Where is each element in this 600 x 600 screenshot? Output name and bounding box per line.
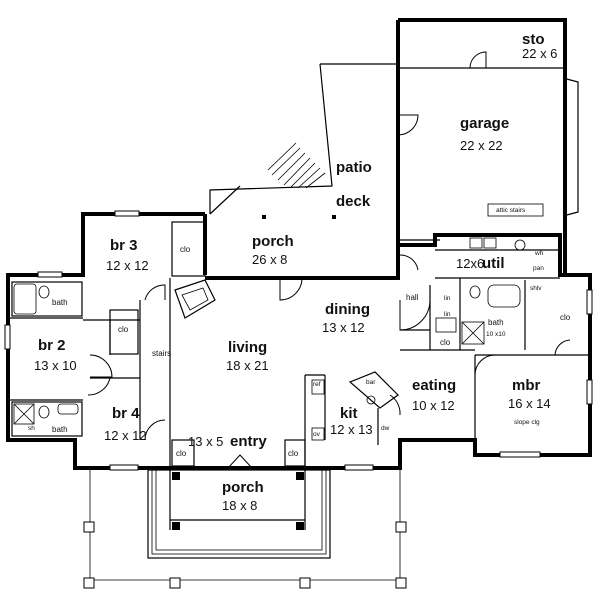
- deck-label: deck: [336, 193, 371, 210]
- doors: [87, 254, 571, 469]
- wh-label: wh: [534, 250, 544, 257]
- br3-label: br 3: [110, 237, 138, 254]
- kit-label: kit: [340, 405, 358, 422]
- hall-clo-label: clo: [440, 338, 451, 347]
- dw-label: dw: [381, 425, 390, 432]
- fixtures: [13, 237, 526, 441]
- living-dim: 18 x 21: [226, 358, 269, 373]
- rear-porch-label: porch: [252, 233, 294, 250]
- ov-label: ov: [313, 431, 321, 438]
- eating-label: eating: [412, 377, 456, 394]
- br3-clo-label: clo: [180, 245, 191, 254]
- dining-dim: 13 x 12: [322, 320, 365, 335]
- stairs-label: stairs: [152, 349, 171, 358]
- br4-label: br 4: [112, 405, 140, 422]
- bar-label: bar: [366, 379, 376, 386]
- dining-label: dining: [325, 301, 370, 318]
- rear-porch-dim: 26 x 8: [252, 252, 287, 267]
- garage-label: garage: [460, 115, 509, 132]
- bath-label-top: bath: [52, 298, 68, 307]
- front-porch-label: porch: [222, 479, 264, 496]
- pan-label: pan: [533, 265, 544, 272]
- sto-label: sto: [522, 31, 545, 48]
- entry-dim: 13 x 5: [188, 434, 223, 449]
- mbr-label: mbr: [512, 377, 541, 394]
- entry-clo-left: clo: [176, 449, 187, 458]
- mbr-note: slope clg: [514, 419, 540, 426]
- garage-dim: 22 x 22: [460, 138, 503, 153]
- br2-label: br 2: [38, 337, 66, 354]
- lin-label-2: lin: [444, 311, 451, 318]
- kit-dim: 12 x 13: [330, 422, 373, 437]
- mbr-dim: 16 x 14: [508, 396, 551, 411]
- shlv-label: shlv: [530, 285, 542, 292]
- hall-label: hall: [406, 293, 419, 302]
- house-walls: [6, 212, 592, 470]
- entry-label: entry: [230, 433, 267, 450]
- util-label: util: [482, 255, 505, 272]
- entry-clo-right: clo: [288, 449, 299, 458]
- util-dim: 12x6: [456, 256, 484, 271]
- patio-deck: [209, 63, 398, 219]
- bath-master-label: bath: [488, 318, 504, 327]
- shr-label: sh: [28, 425, 35, 432]
- front-porch-dim: 18 x 8: [222, 498, 257, 513]
- ref-label: ref: [313, 381, 321, 388]
- mbr-clo-label: clo: [560, 313, 571, 322]
- br3-dim: 12 x 12: [106, 258, 149, 273]
- attic-stairs-label: attic stairs: [496, 207, 526, 214]
- room-labels: sto 22 x 6 garage 22 x 22 attic stairs p…: [28, 31, 571, 513]
- br4-dim: 12 x 12: [104, 428, 147, 443]
- clo-label-br2: clo: [118, 325, 129, 334]
- eating-dim: 10 x 12: [412, 398, 455, 413]
- living-label: living: [228, 339, 267, 356]
- windows: [4, 210, 593, 471]
- patio-label: patio: [336, 159, 372, 176]
- br2-dim: 13 x 10: [34, 358, 77, 373]
- front-porch: [83, 469, 407, 589]
- sto-dim: 22 x 6: [522, 46, 557, 61]
- bath-master-dim: 10 x10: [486, 331, 506, 338]
- bath-label-bottom: bath: [52, 425, 68, 434]
- lin-label: lin: [444, 295, 451, 302]
